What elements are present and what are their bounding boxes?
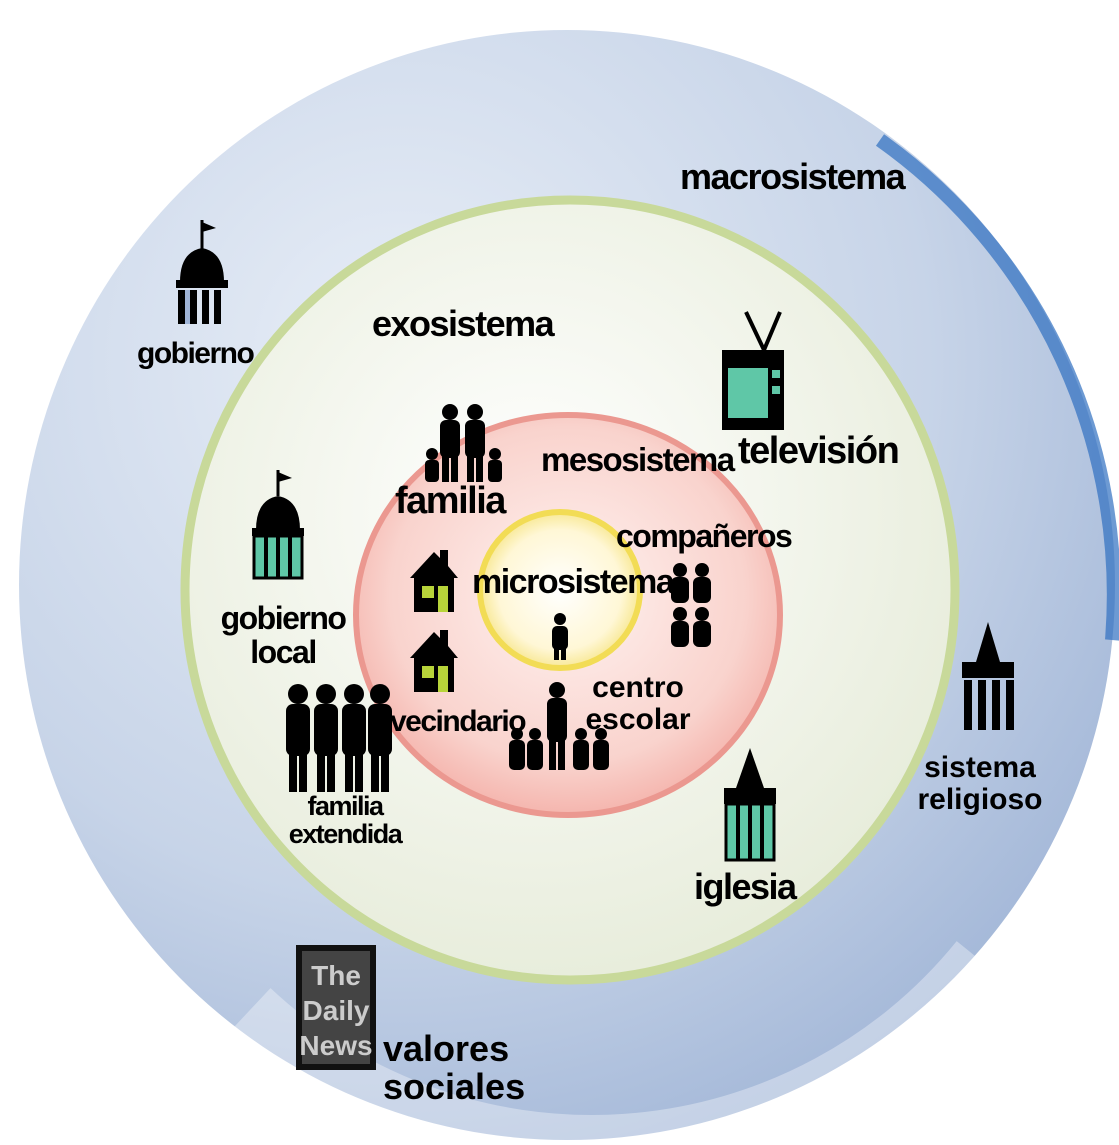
local-government-icon — [252, 470, 304, 580]
social-values-label-line2: sociales — [383, 1065, 526, 1107]
newspaper-text-2: Daily — [303, 995, 370, 1026]
extended-family-label-line1: familia — [307, 791, 384, 821]
mesosystem-label: mesosistema — [541, 441, 735, 478]
macrosystem-label: macrosistema — [680, 156, 906, 197]
extended-family-label: familia extendida — [270, 792, 420, 849]
school-label: centro escolar — [578, 672, 698, 735]
local-government-label-line2: local — [250, 633, 317, 670]
classmates-label: compañeros — [616, 518, 793, 554]
school-label-line2: escolar — [585, 702, 691, 736]
extended-family-label-line2: extendida — [288, 819, 403, 850]
macrosystem-inner-shine — [229, 941, 1004, 1145]
newspaper-icon: The Daily News — [296, 945, 376, 1070]
television-label: televisión — [738, 430, 900, 472]
exosystem-label: exosistema — [372, 303, 555, 344]
microsystem-circle — [477, 509, 643, 671]
house-icon — [410, 630, 458, 692]
religious-system-label-line2: religioso — [917, 782, 1043, 816]
religious-system-label: sistema religioso — [900, 752, 1060, 815]
house-icon — [410, 550, 458, 612]
school-label-line1: centro — [592, 671, 684, 704]
person-icon — [552, 613, 568, 660]
religious-system-label-line1: sistema — [924, 751, 1036, 784]
microsystem-label: microsistema — [472, 563, 675, 601]
neighborhood-label: vecindario — [390, 705, 527, 738]
government-building-icon — [176, 220, 228, 324]
local-government-label: gobierno local — [208, 600, 358, 670]
newspaper-text-1: The — [311, 960, 361, 991]
social-values-label: valores sociales — [383, 1030, 525, 1106]
family-icon — [425, 404, 502, 482]
church-label: iglesia — [694, 866, 797, 907]
macrosystem-edge-highlight — [875, 134, 1119, 641]
religious-building-icon — [962, 622, 1014, 730]
church-icon — [724, 748, 776, 862]
school-group-icon — [509, 682, 609, 770]
local-government-label-line1: gobierno — [220, 600, 347, 636]
family-label: familia — [395, 480, 506, 522]
social-values-label-line1: valores — [383, 1028, 510, 1069]
government-label: gobierno — [137, 337, 255, 370]
extended-family-icon — [286, 684, 392, 792]
newspaper-text-3: News — [299, 1030, 372, 1061]
classmates-icon — [671, 563, 711, 647]
television-icon — [722, 311, 784, 430]
